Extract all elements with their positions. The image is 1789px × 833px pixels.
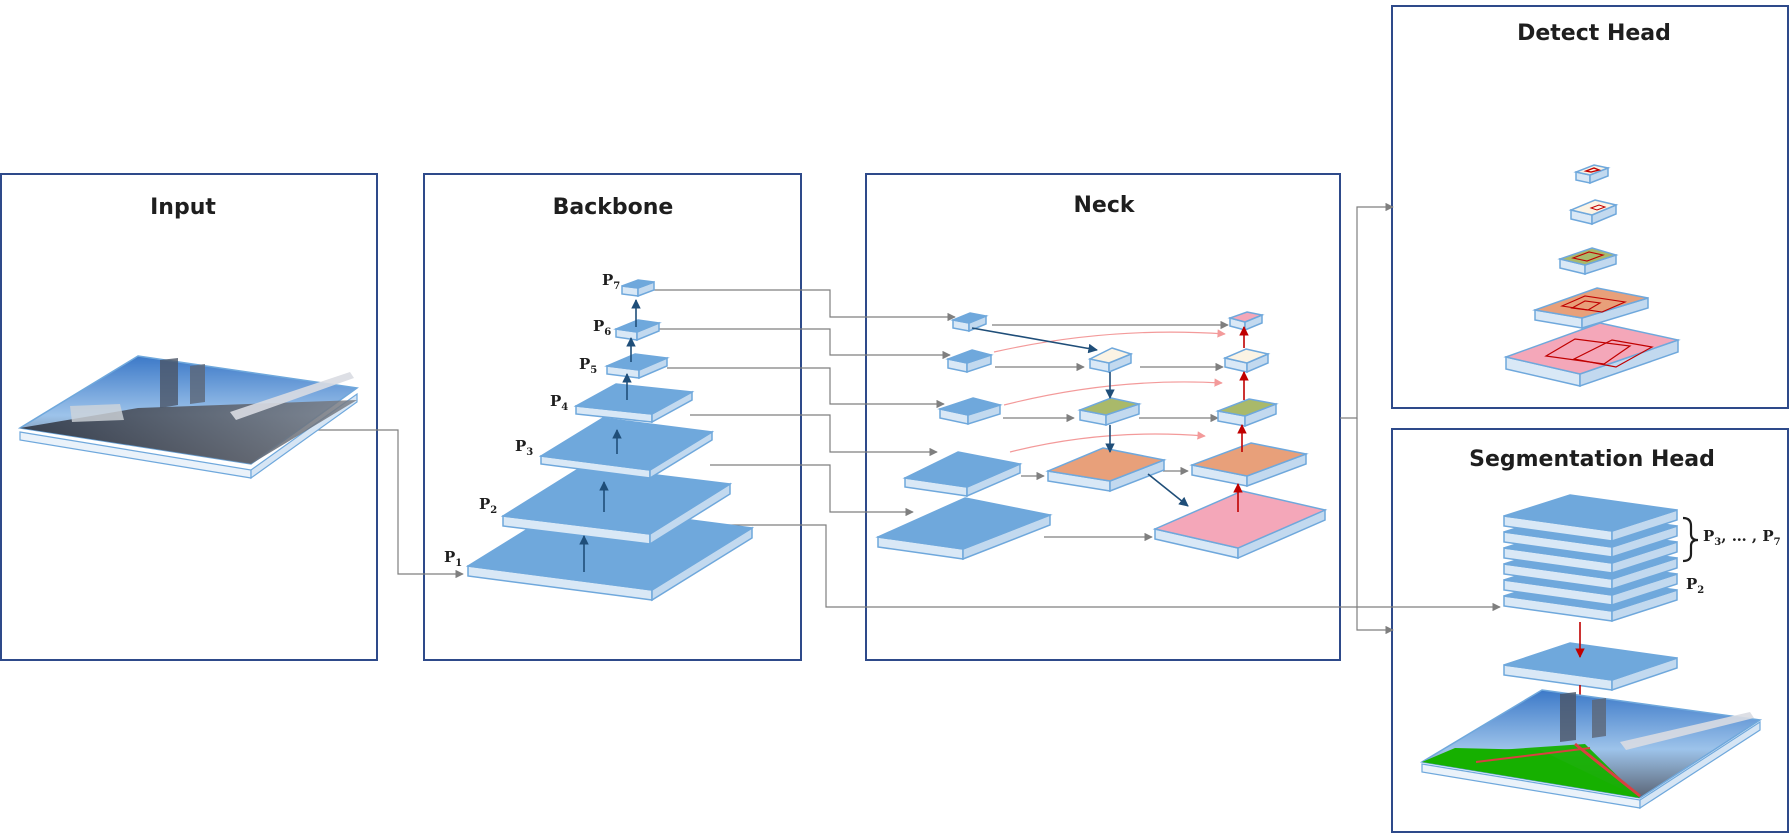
neck-col3-l3 (1215, 398, 1279, 428)
input-image (17, 355, 359, 480)
segmentation-output-image (1419, 689, 1763, 810)
neck-pink-arrow-1 (993, 329, 1226, 353)
backbone-p3-plate (538, 417, 715, 480)
seg-range-label: P3, … , P7 (1703, 527, 1781, 548)
seg-stack-plate-top (1503, 494, 1678, 543)
detect-head-features (1503, 164, 1681, 388)
neck-pink-arrow-3 (1009, 431, 1206, 453)
backbone-p6-plate (613, 319, 662, 342)
segmentation-head-features: P3, … , P7 P2 (1419, 494, 1781, 810)
input-panel-title: Input (150, 195, 216, 220)
neck-col1-l5 (875, 497, 1053, 561)
neck-col3-l4 (1189, 442, 1309, 488)
detect-level-1 (1573, 164, 1611, 185)
level-label-p5: P5 (579, 355, 597, 376)
backbone-p2-plate (500, 465, 733, 546)
seg-p2-label: P2 (1686, 575, 1704, 596)
backbone-pyramid: P1 P2 P3 P4 P5 P6 P7 (444, 271, 755, 602)
neck-to-detect-arrow (1340, 202, 1394, 419)
neck-col2-l4 (1045, 447, 1167, 493)
neck-col1-l3 (937, 397, 1003, 426)
neck-col1-l4 (902, 451, 1023, 498)
neck-topdown-arrow-1 (971, 327, 1098, 354)
neck-topdown-arrow-4 (1147, 473, 1189, 507)
neck-col1-l2 (945, 349, 994, 374)
p2-to-segmentation-arrow (672, 524, 1501, 612)
p6-skip-arrow (651, 328, 951, 360)
p3-skip-arrow (710, 464, 914, 517)
detect-level-2 (1568, 199, 1619, 226)
detect-head-panel-title: Detect Head (1517, 21, 1671, 46)
segmentation-head-panel-title: Segmentation Head (1469, 447, 1715, 472)
neck-features (875, 311, 1328, 561)
seg-range-brace (1682, 516, 1699, 563)
connectors (315, 202, 1501, 635)
p4-skip-arrow (690, 414, 938, 457)
detect-level-5 (1503, 322, 1681, 388)
level-label-p3: P3 (515, 437, 533, 458)
neck-pink-arrow-2 (1003, 378, 1223, 406)
level-label-p7: P7 (602, 271, 620, 292)
backbone-panel-title: Backbone (553, 195, 674, 220)
neck-panel-title: Neck (1073, 193, 1135, 218)
detect-level-3 (1557, 247, 1619, 276)
neck-to-segmentation-arrow (1356, 418, 1394, 635)
neck-col2-l2 (1087, 347, 1134, 374)
neck-col2-l3 (1077, 397, 1142, 427)
seg-fused-plate (1503, 642, 1678, 692)
level-label-p6: P6 (593, 317, 611, 338)
level-label-p2: P2 (479, 495, 497, 516)
backbone-p7-plate (621, 279, 655, 298)
level-label-p1: P1 (444, 548, 462, 569)
input-to-backbone-arrow (315, 429, 464, 579)
detect-level-4 (1532, 287, 1649, 330)
level-label-p4: P4 (550, 392, 568, 413)
neck-col1-l1 (950, 312, 989, 333)
neck-col3-l5 (1152, 490, 1328, 560)
p5-skip-arrow (667, 367, 945, 409)
p7-skip-arrow (654, 289, 956, 322)
backbone-p4-plate (573, 383, 695, 424)
backbone-p5-plate (604, 353, 670, 380)
